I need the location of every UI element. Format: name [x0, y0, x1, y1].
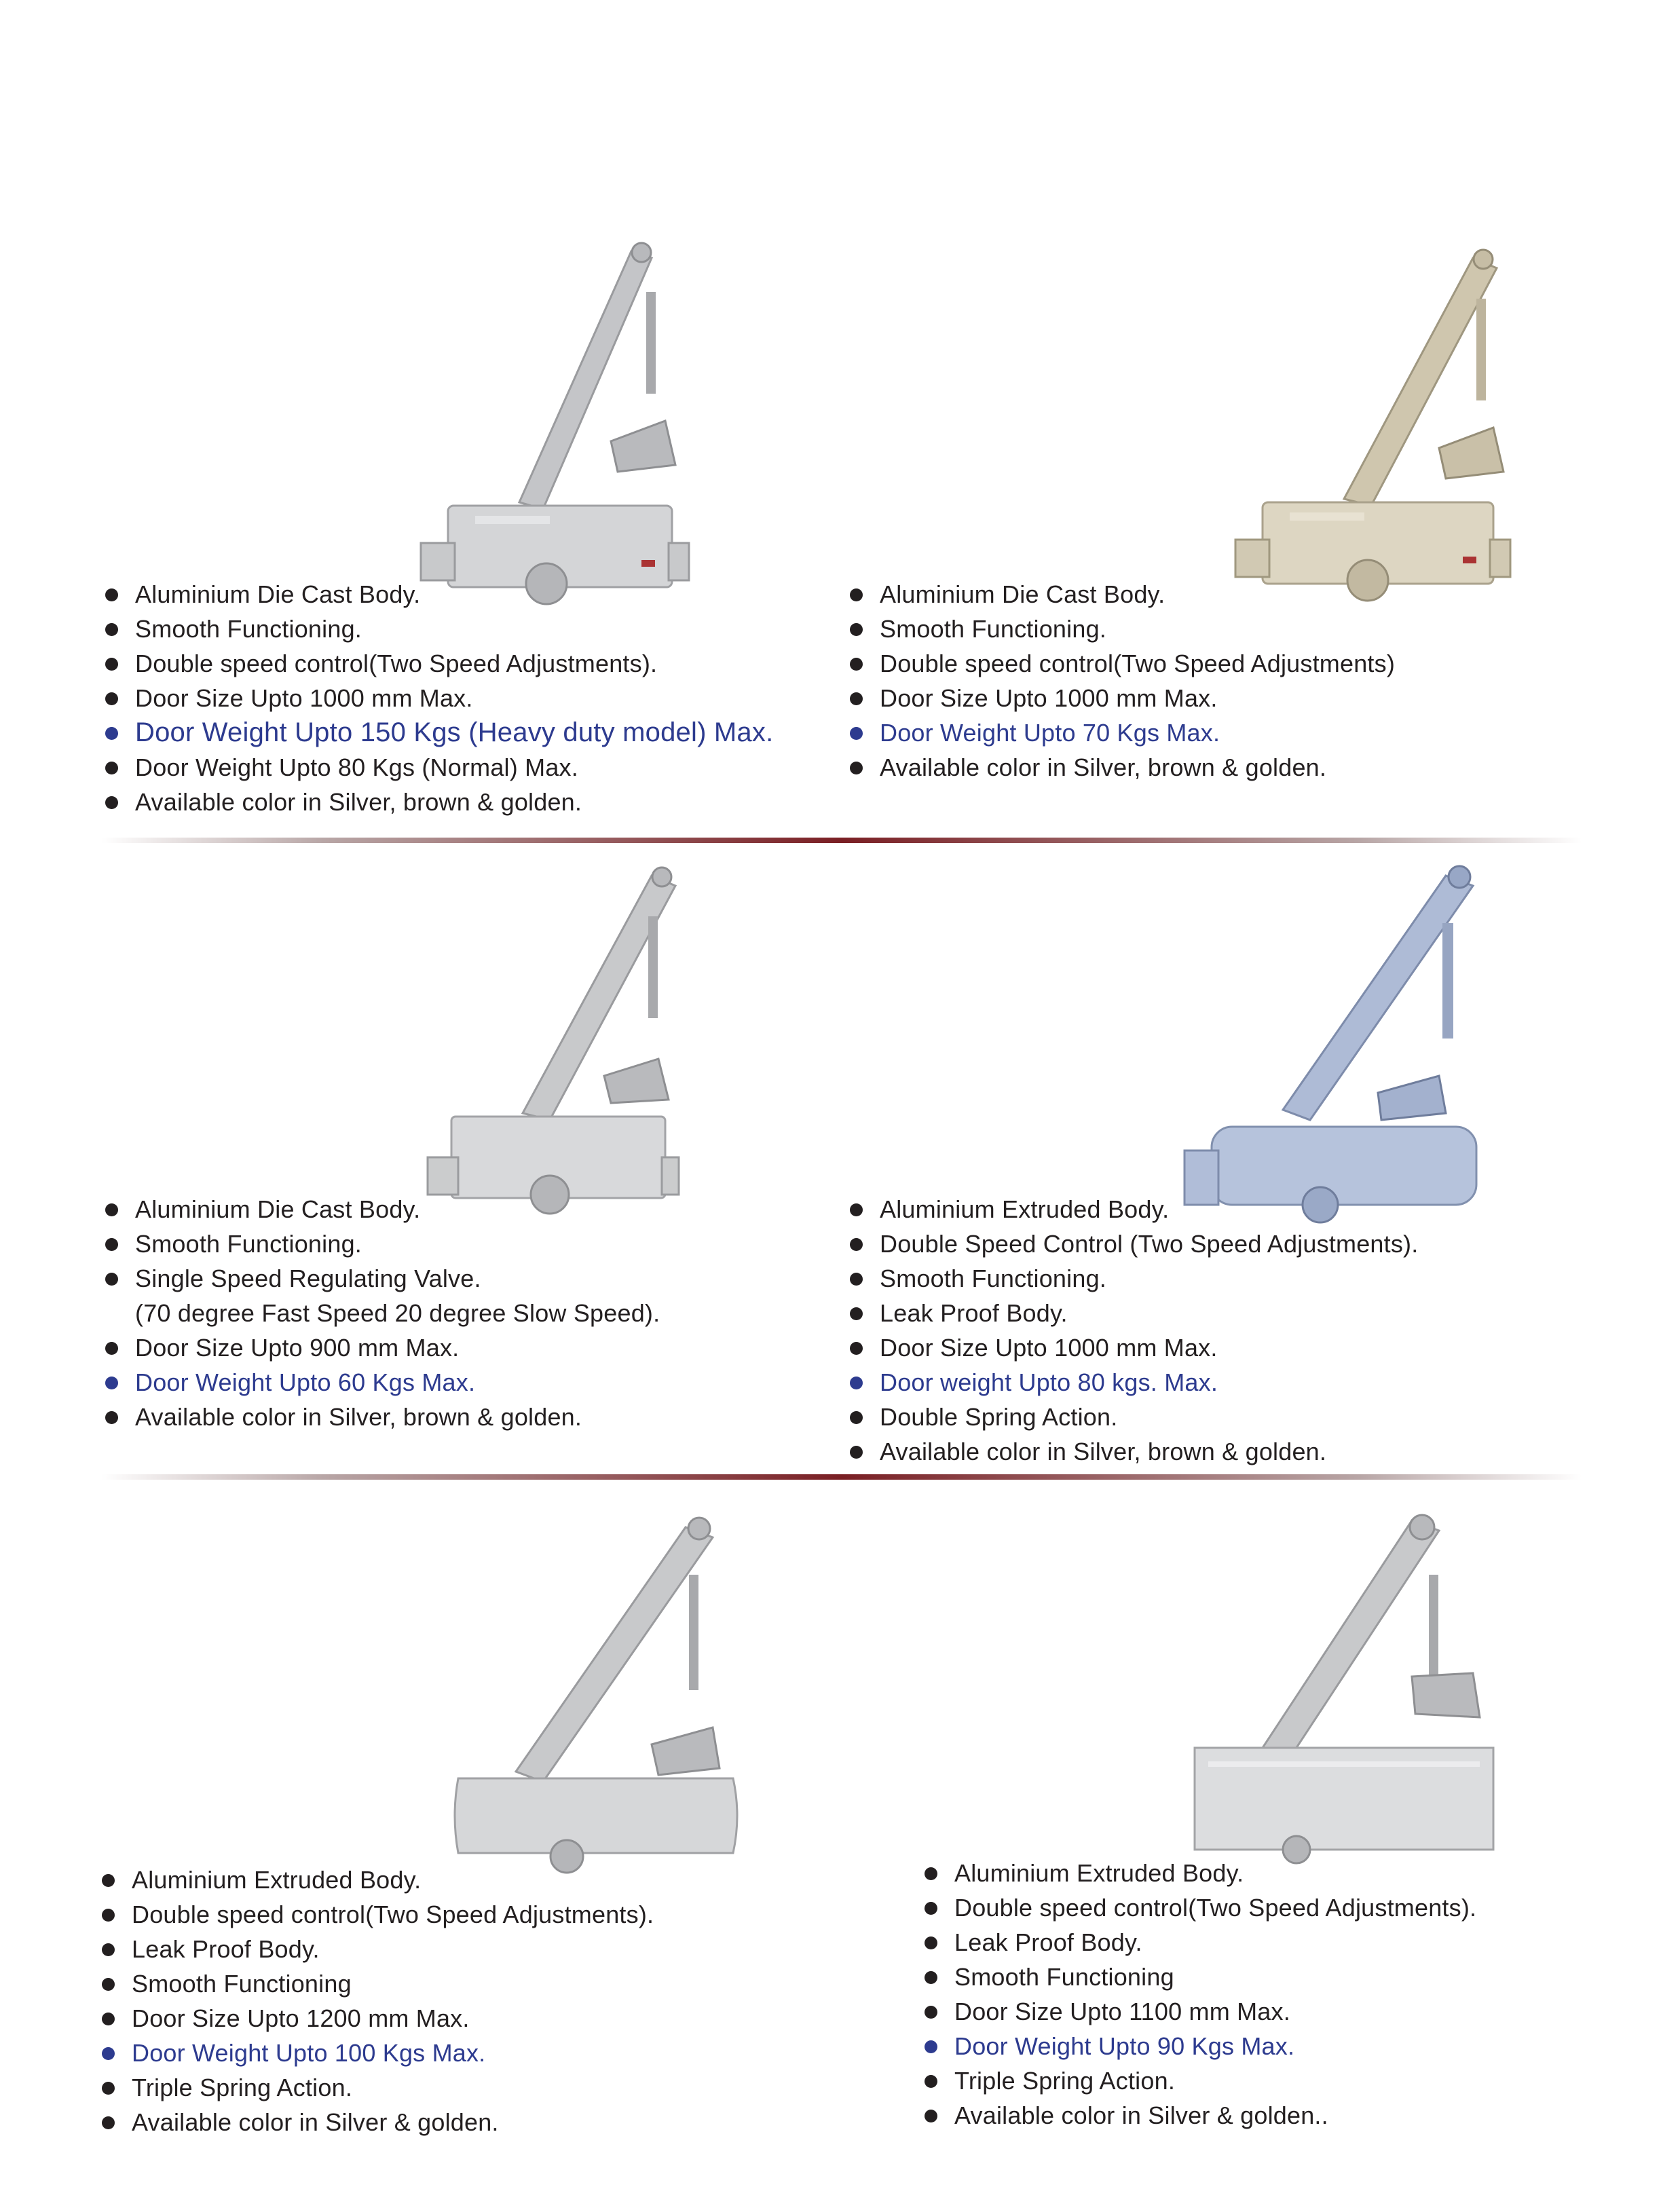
feature-item: Aluminium Die Cast Body.: [105, 1192, 660, 1227]
feature-item-highlight: Door Weight Upto 100 Kgs Max.: [102, 2036, 654, 2070]
feature-item: Triple Spring Action.: [925, 2063, 1476, 2098]
feature-item: Leak Proof Body.: [925, 1925, 1476, 1960]
feature-item-highlight: Door Weight Upto 60 Kgs Max.: [105, 1365, 660, 1400]
feature-item: Door Size Upto 1000 mm Max.: [850, 681, 1395, 715]
feature-item: Aluminium Extruded Body.: [850, 1192, 1418, 1227]
feature-item: Smooth Functioning.: [105, 1227, 660, 1261]
section-divider: [102, 838, 1582, 843]
feature-item: Door Size Upto 900 mm Max.: [105, 1330, 660, 1365]
feature-list: Aluminium Die Cast Body. Smooth Function…: [850, 577, 1395, 785]
feature-item: Double speed control(Two Speed Adjustmen…: [105, 646, 773, 681]
feature-list: Aluminium Die Cast Body. Smooth Function…: [105, 577, 773, 819]
feature-item: Double speed control(Two Speed Adjustmen…: [850, 646, 1395, 681]
feature-list: Aluminium Extruded Body. Double speed co…: [925, 1856, 1476, 2133]
feature-item: Double Spring Action.: [850, 1400, 1418, 1434]
feature-item: Double Speed Control (Two Speed Adjustme…: [850, 1227, 1418, 1261]
feature-item: Available color in Silver & golden..: [925, 2098, 1476, 2133]
section-divider: [102, 1474, 1582, 1480]
feature-item: Door Weight Upto 80 Kgs (Normal) Max.: [105, 750, 773, 785]
feature-list: Aluminium Die Cast Body. Smooth Function…: [105, 1192, 660, 1434]
feature-list: Aluminium Extruded Body. Double speed co…: [102, 1863, 654, 2139]
feature-item: Double speed control(Two Speed Adjustmen…: [102, 1897, 654, 1932]
feature-item: Available color in Silver & golden.: [102, 2105, 654, 2139]
feature-item: Aluminium Extruded Body.: [102, 1863, 654, 1897]
door-closer-image: [419, 242, 690, 605]
feature-item: Leak Proof Body.: [850, 1296, 1418, 1330]
feature-item: Door Size Upto 1000 mm Max.: [105, 681, 773, 715]
door-closer-image: [1183, 865, 1478, 1224]
feature-list: Aluminium Extruded Body. Double Speed Co…: [850, 1192, 1418, 1469]
feature-item: Aluminium Die Cast Body.: [105, 577, 773, 612]
feature-item-highlight: Door Weight Upto 90 Kgs Max.: [925, 2029, 1476, 2063]
feature-item-highlight: Door Weight Upto 70 Kgs Max.: [850, 715, 1395, 750]
feature-item: Aluminium Die Cast Body.: [850, 577, 1395, 612]
feature-item: Single Speed Regulating Valve.: [105, 1261, 660, 1296]
feature-item: Door Size Upto 1100 mm Max.: [925, 1994, 1476, 2029]
feature-item: Available color in Silver, brown & golde…: [105, 785, 773, 819]
feature-item: Smooth Functioning: [925, 1960, 1476, 1994]
feature-item: Door Size Upto 1200 mm Max.: [102, 2001, 654, 2036]
feature-item: Available color in Silver, brown & golde…: [850, 750, 1395, 785]
feature-item: Door Size Upto 1000 mm Max.: [850, 1330, 1418, 1365]
feature-item: Smooth Functioning.: [105, 612, 773, 646]
feature-item: Aluminium Extruded Body.: [925, 1856, 1476, 1890]
door-closer-image: [1193, 1514, 1495, 1865]
door-closer-image: [426, 866, 680, 1215]
door-closer-image: [453, 1516, 739, 1874]
feature-item: Smooth Functioning.: [850, 612, 1395, 646]
feature-item: Leak Proof Body.: [102, 1932, 654, 1966]
feature-item: Smooth Functioning.: [850, 1261, 1418, 1296]
feature-item: Double speed control(Two Speed Adjustmen…: [925, 1890, 1476, 1925]
feature-item-continuation: (70 degree Fast Speed 20 degree Slow Spe…: [135, 1299, 660, 1327]
door-closer-image: [1234, 248, 1512, 602]
feature-item: Smooth Functioning: [102, 1966, 654, 2001]
feature-item: Triple Spring Action.: [102, 2070, 654, 2105]
feature-item: Available color in Silver, brown & golde…: [105, 1400, 660, 1434]
feature-item-highlight: Door Weight Upto 150 Kgs (Heavy duty mod…: [105, 715, 773, 750]
feature-item-highlight: Door weight Upto 80 kgs. Max.: [850, 1365, 1418, 1400]
feature-item: Available color in Silver, brown & golde…: [850, 1434, 1418, 1469]
